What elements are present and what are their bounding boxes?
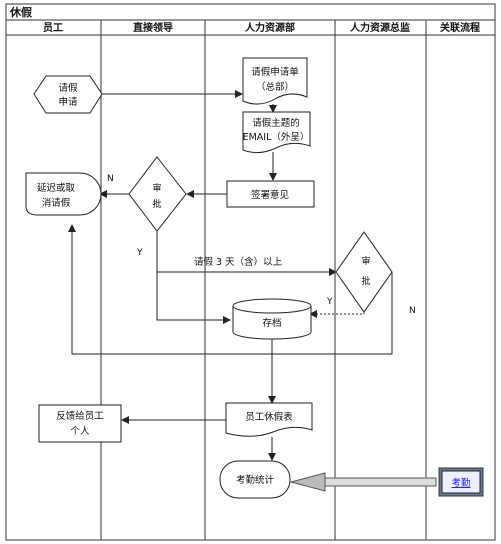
label-y-approve: Y [136,248,143,258]
svg-text:消请假: 消请假 [42,197,71,209]
lane-header-hr: 人力资源部 [245,21,295,34]
svg-text:（总部）: （总部） [256,81,294,93]
svg-text:请假主题的: 请假主题的 [252,117,300,129]
node-approve-manager: 审 批 [128,156,187,232]
node-sign-opinion: 签署意见 [226,180,315,208]
svg-text:延迟或取: 延迟或取 [37,182,76,194]
lane-header-hr-director: 人力资源总监 [350,21,410,34]
node-archive: 存档 [232,298,312,340]
label-n-director: N [409,306,416,316]
svg-text:请假: 请假 [58,82,78,94]
node-attendance-stats: 考勤统计 [219,460,291,499]
svg-text:请假申请单: 请假申请单 [251,66,299,78]
label-n-reject: N [107,174,114,184]
lane-header-related: 关联流程 [440,21,480,34]
svg-text:个人: 个人 [70,426,90,437]
edge-director-reject-to-delay [68,224,393,355]
svg-text:存档: 存档 [262,317,281,329]
node-approve-director: 审 批 [335,231,393,313]
edge-link-to-attendance [324,477,437,487]
lane-header-employee: 员工 [43,22,63,34]
edge-link-arrowhead [289,472,326,492]
node-leave-form: 请假申请单 （总部） [242,57,308,105]
svg-text:考勤统计: 考勤统计 [236,474,275,486]
node-feedback: 反馈给员工 个人 [38,404,122,443]
svg-text:批: 批 [152,198,161,210]
svg-text:批: 批 [361,275,370,287]
svg-text:反馈给员工: 反馈给员工 [56,410,104,422]
svg-text:审: 审 [361,255,370,267]
svg-text:申请: 申请 [58,96,78,108]
node-leave-table: 员工休假表 [225,402,313,437]
lane-header-manager: 直接领导 [133,21,173,34]
svg-text:签署意见: 签署意见 [251,189,289,201]
link-attendance-process[interactable]: 考勤 [438,467,484,497]
node-leave-request: 请假 申请 [33,75,103,114]
node-delay-cancel: 延迟或取 消请假 [25,172,102,216]
svg-text:考勤: 考勤 [451,477,470,489]
label-y-director: Y [326,297,333,307]
label-over-3-days: 请假 3 天（含）以上 [194,256,283,268]
diagram-title: 休假 [9,5,33,19]
svg-text:审: 审 [152,182,161,194]
node-leave-email: 请假主题的 EMAIL（外呈） [242,111,311,154]
svg-text:员工休假表: 员工休假表 [245,411,293,423]
svg-text:EMAIL（外呈）: EMAIL（外呈） [243,131,310,143]
edge-approve-to-archive [156,224,231,324]
